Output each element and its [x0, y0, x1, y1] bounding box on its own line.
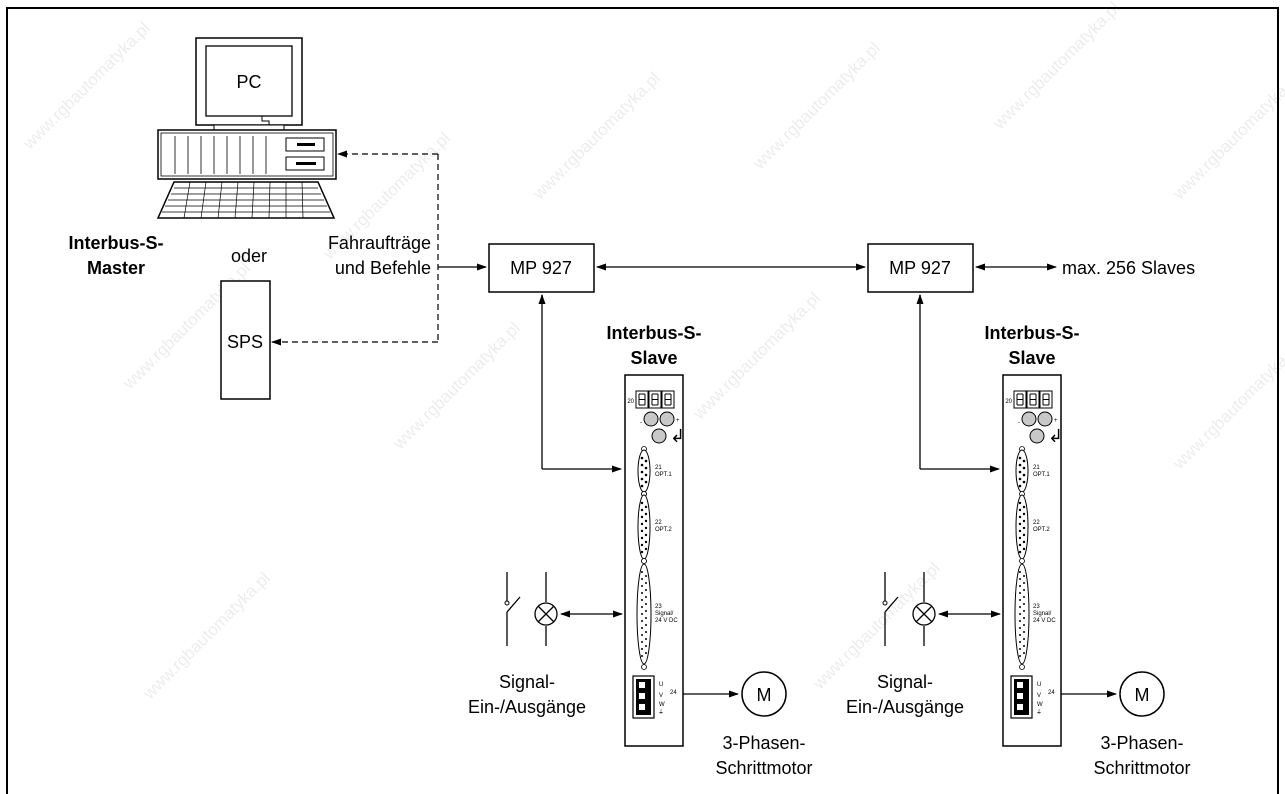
x24-motor-terminal	[632, 675, 655, 719]
master-label-line2: Master	[87, 258, 145, 278]
x23-name-line1: Signal/	[1033, 611, 1052, 617]
x23-connector	[636, 563, 652, 665]
slave-title-line1: Interbus-S-	[606, 323, 701, 343]
x24-number: 24	[1048, 690, 1055, 696]
switch-icon	[504, 572, 521, 646]
lamp-icon	[534, 572, 558, 646]
display-label: 20	[1005, 399, 1012, 405]
x23-name-line2: 24 V DC	[655, 618, 678, 624]
phase-v-label: V	[659, 693, 663, 699]
mp927-box-2	[867, 243, 974, 293]
commands-label-line1: Fahraufträge	[328, 233, 431, 253]
x21-number: 21	[1033, 465, 1040, 471]
io-label-line2: Ein-/Ausgänge	[468, 697, 586, 717]
phase-w-label: W	[1037, 702, 1043, 708]
switch-icon	[882, 572, 899, 646]
x23-connector	[1014, 563, 1030, 665]
x21-connector	[1015, 449, 1029, 493]
slave-title-line2: Slave	[1008, 348, 1055, 368]
watermark-text: www.rgbautomatyka.pl	[1169, 338, 1285, 473]
mp927-label-2: MP 927	[889, 258, 951, 278]
minus-label: -	[640, 420, 642, 426]
commands-label-line2: und Befehle	[335, 258, 431, 278]
lamp-icon	[912, 572, 936, 646]
enter-key[interactable]	[1029, 428, 1045, 444]
x21-name: OPT.1	[655, 472, 672, 478]
phase-w-label: W	[659, 702, 665, 708]
motor-symbol: M	[1135, 685, 1150, 705]
phase-v-label: V	[1037, 693, 1041, 699]
enter-icon: ↲	[1048, 426, 1063, 446]
enter-icon: ↲	[670, 426, 685, 446]
io-label-line2: Ein-/Ausgänge	[846, 697, 964, 717]
minus-key[interactable]	[643, 411, 659, 427]
motor-icon	[1119, 671, 1165, 717]
slave-title-line2: Slave	[630, 348, 677, 368]
watermark-text: www.rgbautomatyka.pl	[139, 568, 274, 703]
seven-segment-display	[635, 390, 675, 409]
motor-symbol: M	[757, 685, 772, 705]
motor-label-line2: Schrittmotor	[715, 758, 812, 778]
x24-motor-terminal	[1010, 675, 1033, 719]
x21-number: 21	[655, 465, 662, 471]
max-slaves-label: max. 256 Slaves	[1062, 258, 1195, 278]
dashed-connection	[271, 150, 487, 346]
x22-connector	[637, 494, 651, 560]
motor-label-line2: Schrittmotor	[1093, 758, 1190, 778]
watermark-text: www.rgbautomatyka.pl	[689, 288, 824, 423]
slave-title-line1: Interbus-S-	[984, 323, 1079, 343]
ground-icon: ⏚	[658, 709, 664, 716]
x23-number: 23	[1033, 604, 1040, 610]
x24-number: 24	[670, 690, 677, 696]
x21-name: OPT.1	[1033, 472, 1050, 478]
x22-connector	[1015, 494, 1029, 560]
plus-key[interactable]	[1037, 411, 1053, 427]
x23-number: 23	[655, 604, 662, 610]
watermark-text: www.rgbautomatyka.pl	[749, 38, 884, 173]
pc-label: PC	[236, 72, 261, 92]
watermark-text: www.rgbautomatyka.pl	[389, 318, 524, 453]
enter-key[interactable]	[651, 428, 667, 444]
io-label-line1: Signal-	[499, 672, 555, 692]
phase-u-label: U	[659, 682, 663, 688]
plc-box	[220, 280, 271, 400]
motor-label-line1: 3-Phasen-	[1100, 733, 1183, 753]
minus-label: -	[1018, 420, 1020, 426]
seven-segment-display	[1013, 390, 1053, 409]
outer-frame	[6, 7, 1279, 794]
watermark-text: www.rgbautomatyka.pl	[19, 18, 154, 153]
master-label-line1: Interbus-S-	[68, 233, 163, 253]
minus-key[interactable]	[1021, 411, 1037, 427]
bus-connections	[538, 263, 1057, 473]
watermark-text: www.rgbautomatyka.pl	[529, 68, 664, 203]
mp927-box-1	[488, 243, 595, 293]
x22-name: OPT.2	[1033, 527, 1050, 533]
slave-drive-2: 20 - + ↲ 21 OPT.1 22 OPT.2 23 Signal/ 24…	[1002, 374, 1063, 747]
phase-u-label: U	[1037, 682, 1041, 688]
pc-icon	[156, 37, 337, 219]
x23-name-line1: Signal/	[655, 611, 674, 617]
x23-name-line2: 24 V DC	[1033, 618, 1056, 624]
mp927-label-1: MP 927	[510, 258, 572, 278]
x22-number: 22	[655, 520, 662, 526]
display-label: 20	[627, 399, 634, 405]
motor-icon	[741, 671, 787, 717]
x21-connector	[637, 449, 651, 493]
plus-key[interactable]	[659, 411, 675, 427]
oder-label: oder	[231, 246, 267, 266]
watermark-text: www.rgbautomatyka.pl	[989, 0, 1124, 134]
watermark-text: www.rgbautomatyka.pl	[1169, 68, 1285, 203]
plc-label: SPS	[227, 332, 263, 352]
x22-name: OPT.2	[655, 527, 672, 533]
x22-number: 22	[1033, 520, 1040, 526]
plus-label: +	[676, 418, 680, 424]
plus-label: +	[1054, 418, 1058, 424]
motor-label-line1: 3-Phasen-	[722, 733, 805, 753]
ground-icon: ⏚	[1036, 709, 1042, 716]
io-label-line1: Signal-	[877, 672, 933, 692]
slave-drive-1: 20 - + ↲ 21 OPT.1 22 OPT.2 23 Signal/ 24…	[624, 374, 685, 747]
